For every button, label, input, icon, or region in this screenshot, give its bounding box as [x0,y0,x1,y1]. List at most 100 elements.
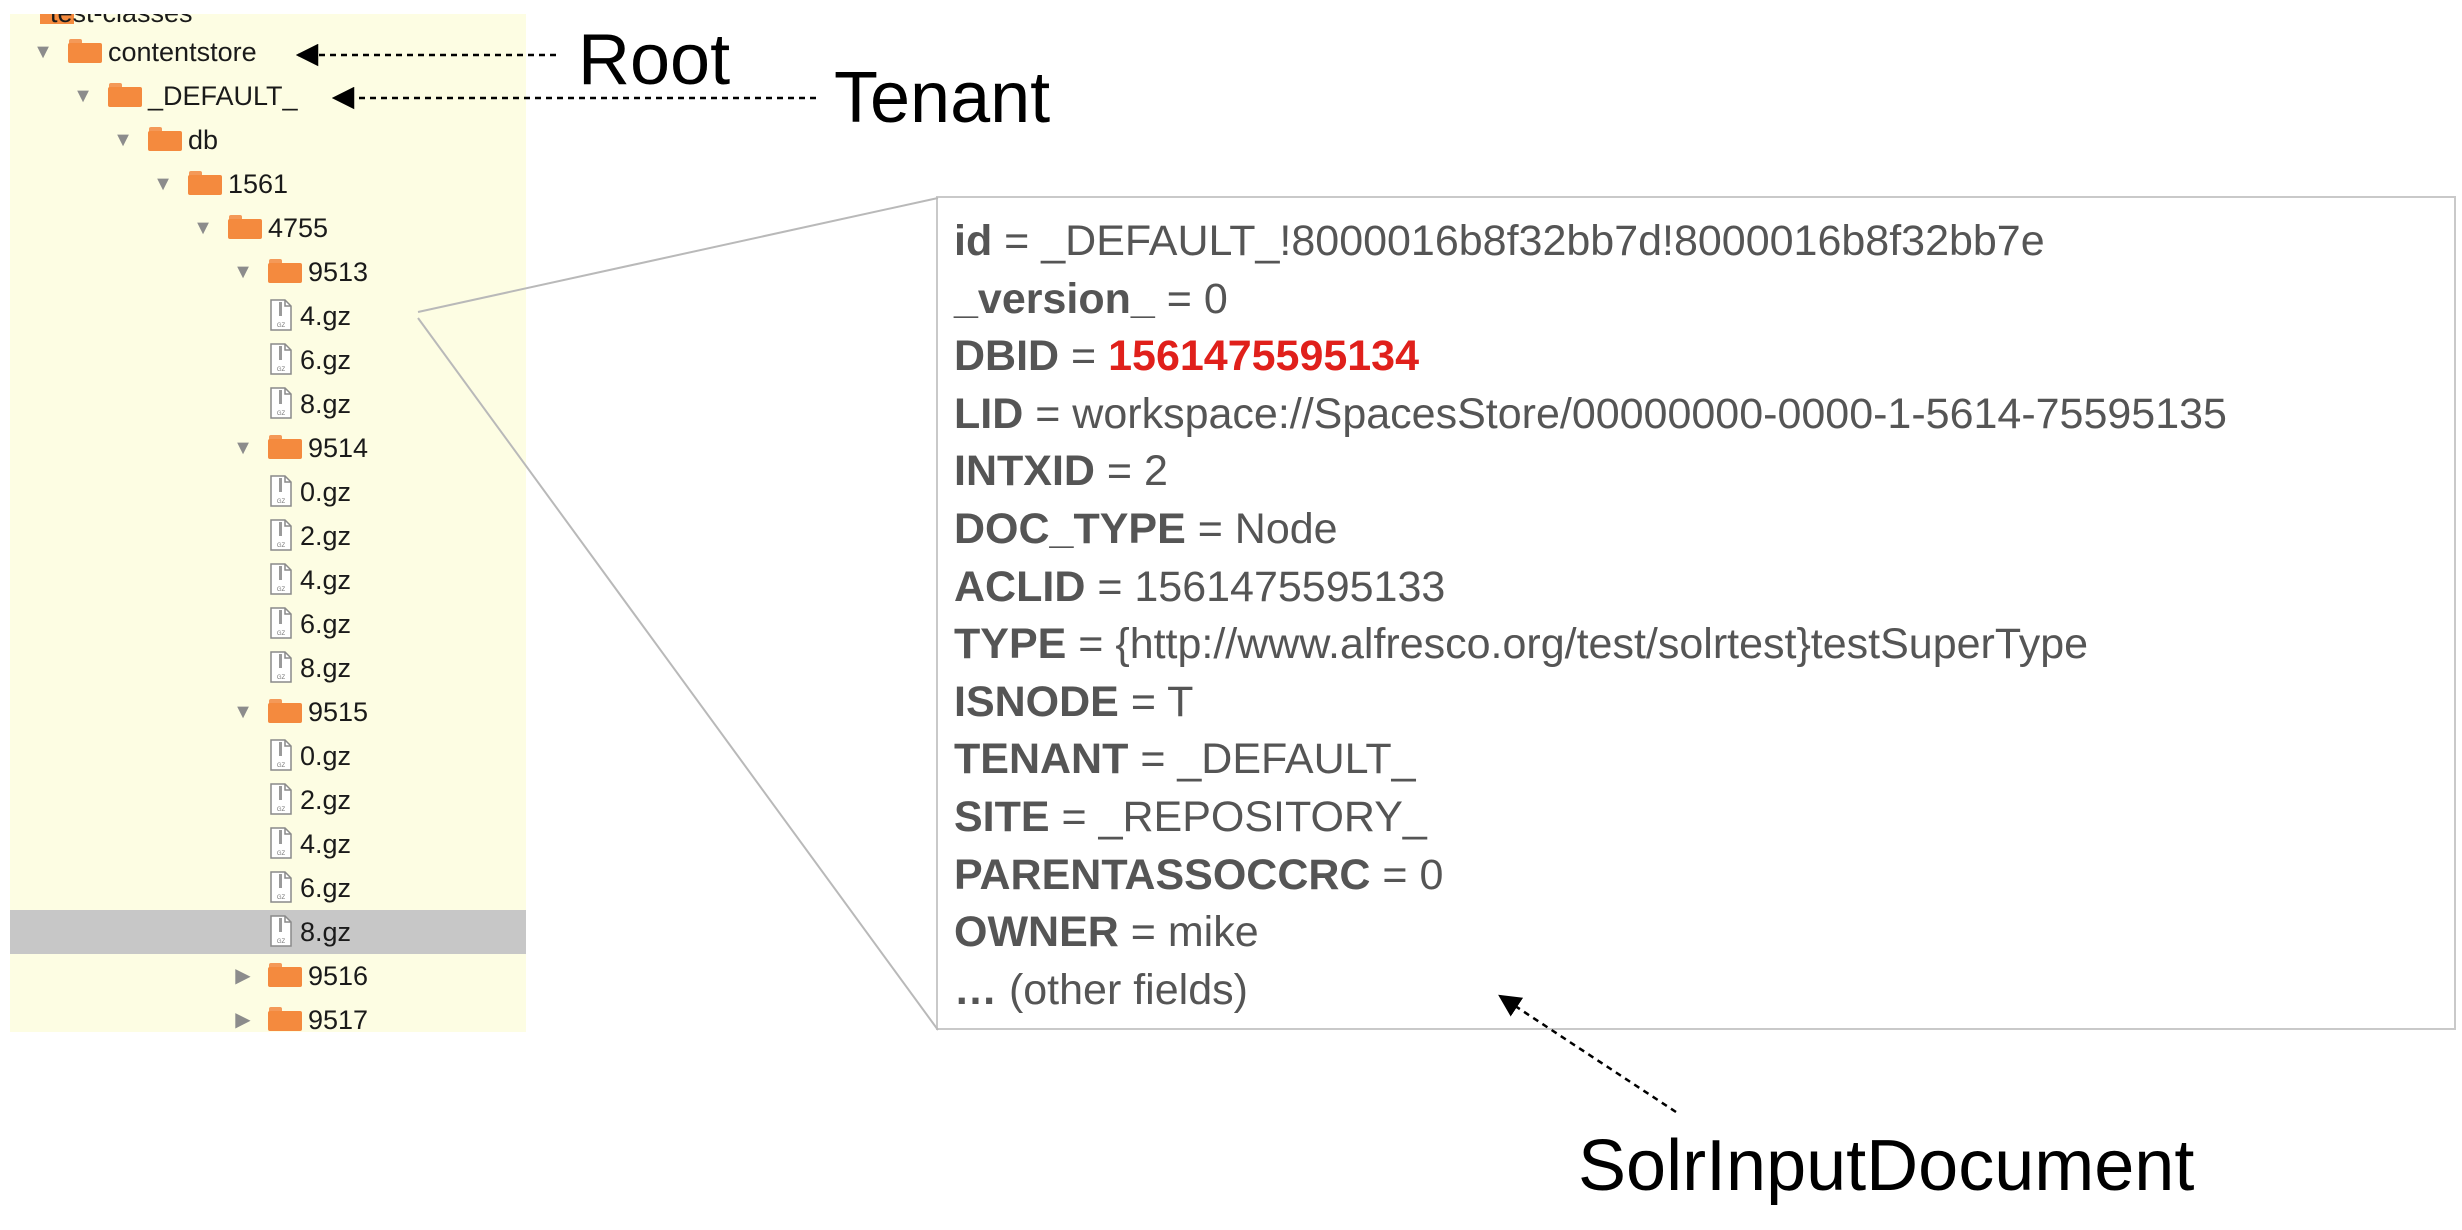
tree-item-label: 9513 [308,257,369,287]
tree-file-row[interactable]: GZ 4.gz [10,822,526,866]
solr-input-document-box: id = _DEFAULT_!8000016b8f32bb7d!8000016b… [936,196,2456,1030]
gz-file-icon: GZ [270,827,292,859]
field-value: Node [1234,505,1338,553]
tree-item-label: db [188,125,219,155]
tree-item-label: 4755 [268,213,329,243]
tree-item-label: 4.gz [300,829,352,859]
field-value: _DEFAULT_ [1177,735,1416,784]
folder-icon [268,259,302,283]
field-value: 2 [1143,447,1168,496]
disclosure-expanded-icon[interactable]: ▼ [193,217,213,239]
field-value: 0 [1203,274,1228,323]
tree-folder-row[interactable]: ▼ contentstore [10,30,526,74]
tree-item-label: 0.gz [300,477,352,507]
disclosure-expanded-icon[interactable]: ▼ [233,437,253,459]
gz-file-icon: GZ [270,739,292,771]
disclosure-expanded-icon[interactable]: ▼ [73,85,93,107]
tree-folder-row[interactable]: ▼ 4755 [10,206,526,250]
tree-folder-row[interactable]: ▼ 9514 [10,426,526,470]
tree-folder-row[interactable]: ▼ _DEFAULT_ [10,74,526,118]
folder-icon [228,215,262,239]
tree-item-label: contentstore [108,37,257,67]
tree-item-label: 8.gz [300,917,352,947]
annotation-root: Root [578,20,731,100]
field-value: T [1167,677,1194,726]
gz-file-icon: GZ [270,387,292,419]
tree-item-label: 9516 [308,961,369,991]
tree-file-row[interactable]: GZ 0.gz [10,470,526,514]
field-key: OWNER [954,908,1119,957]
folder-icon [148,127,182,151]
disclosure-expanded-icon[interactable]: ▼ [233,701,253,723]
disclosure-collapsed-icon[interactable]: ▶ [235,1009,251,1031]
field-key: DBID [954,332,1060,381]
field-value: workspace://SpacesStore/00000000-0000-1-… [1072,389,2227,438]
folder-icon [68,39,102,63]
svg-text:GZ: GZ [277,587,286,593]
svg-text:GZ: GZ [277,543,286,549]
tree-folder-row[interactable]: ▼ 9513 [10,250,526,294]
tree-file-row[interactable]: GZ 6.gz [10,866,526,910]
field-separator: = [1185,505,1235,553]
tree-item-label: 9514 [308,433,369,463]
tree-folder-row[interactable]: ▼1561 [10,162,526,206]
annotation-solr-input-document: SolrInputDocument [1578,1126,2195,1206]
other-fields-text: (other fields) [1008,965,1248,1014]
tree-item-label: 6.gz [300,873,352,903]
document-field: TENANT = _DEFAULT_ [954,730,1416,788]
tree-item-label: 6.gz [300,345,352,375]
svg-text:GZ: GZ [277,895,286,901]
field-key: TYPE [954,620,1067,669]
field-key: PARENTASSOCCRC [954,850,1371,899]
document-field: OWNER = mike [954,903,1259,961]
tree-folder-row[interactable]: ▶ 9516 [10,954,526,998]
field-separator: = [1066,620,1116,669]
tree-item-cut-label[interactable]: test-classes [50,14,193,28]
ellipsis-marker: … [954,965,997,1014]
folder-icon [268,435,302,459]
disclosure-expanded-icon[interactable]: ▼ [233,261,253,283]
tree-item-label: 2.gz [300,785,352,815]
field-key: TENANT [954,735,1129,784]
tree-item-label: _DEFAULT_ [148,81,298,111]
folder-icon [268,963,302,987]
field-key: INTXID [954,447,1095,496]
field-key: ISNODE [954,677,1119,726]
field-separator: = [1023,389,1073,438]
tree-item-label: 9517 [308,1005,369,1032]
document-field: ISNODE = T [954,673,1193,731]
disclosure-expanded-icon[interactable]: ▼ [153,173,173,195]
document-field: DBID = 1561475595134 [954,327,1419,385]
disclosure-collapsed-icon[interactable]: ▶ [235,965,251,987]
field-separator: = [1094,447,1144,496]
field-value: 1561475595133 [1134,562,1446,611]
tree-folder-row[interactable]: ▶ 9517 [10,998,526,1032]
zoom-line-top [417,197,939,313]
folder-icon [188,171,222,195]
field-key: SITE [954,793,1050,841]
tree-folder-row[interactable]: ▼9515 [10,690,526,734]
svg-text:GZ: GZ [277,499,286,505]
document-field: LID = workspace://SpacesStore/00000000-0… [954,385,2227,443]
svg-text:GZ: GZ [277,631,286,637]
gz-file-icon: GZ [270,651,292,683]
disclosure-expanded-icon[interactable]: ▼ [33,41,53,63]
field-value: _REPOSITORY_ [1098,793,1427,841]
tree-folder-row[interactable]: ▼ db [10,118,526,162]
disclosure-expanded-icon[interactable]: ▼ [113,129,133,151]
svg-text:GZ: GZ [277,763,286,769]
field-separator: = [1370,850,1420,899]
field-value: _DEFAULT_!8000016b8f32bb7d!8000016b8f32b… [1041,217,2045,265]
zoom-line-bottom [417,317,939,1031]
